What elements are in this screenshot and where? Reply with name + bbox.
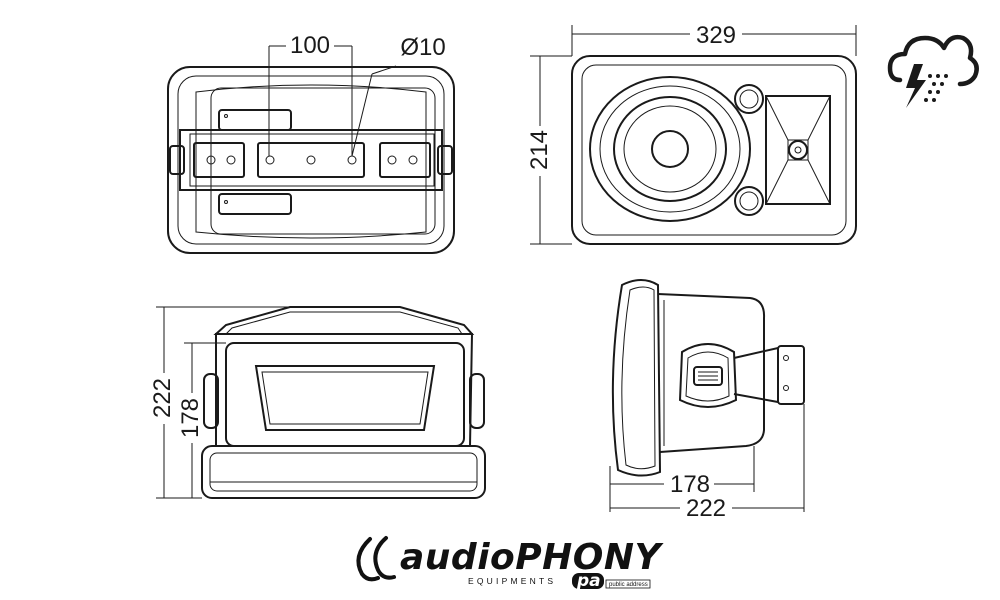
rear-view: 222 178 <box>149 306 486 499</box>
logo-sub-text: EQUIPMENTS <box>468 576 556 586</box>
logo-pa-badge <box>572 573 604 589</box>
logo-brand-text: audioPHONY <box>400 537 665 578</box>
logo-pa-text: pa <box>576 571 601 591</box>
storm-cloud-icon <box>887 34 979 108</box>
dim-front-height: 214 <box>526 130 553 170</box>
side-view: 178 222 <box>609 279 805 522</box>
dim-side-body-depth: 178 <box>670 471 710 498</box>
dim-front-width: 329 <box>696 22 736 49</box>
audiophony-logo: audioPHONY EQUIPMENTS pa public address <box>356 536 665 591</box>
dim-rear-overall-height: 222 <box>149 378 176 418</box>
front-view: 329 214 <box>526 22 857 245</box>
logo-pa-caption: public address <box>609 582 648 588</box>
dim-top-width: 100 <box>290 32 330 59</box>
top-view: 100 Ø10 <box>167 32 455 254</box>
logo-mark-icon <box>356 536 396 582</box>
dim-hole-diameter: Ø10 <box>400 34 445 61</box>
dim-rear-body-height: 178 <box>177 398 204 438</box>
dim-side-overall-depth: 222 <box>686 495 726 522</box>
